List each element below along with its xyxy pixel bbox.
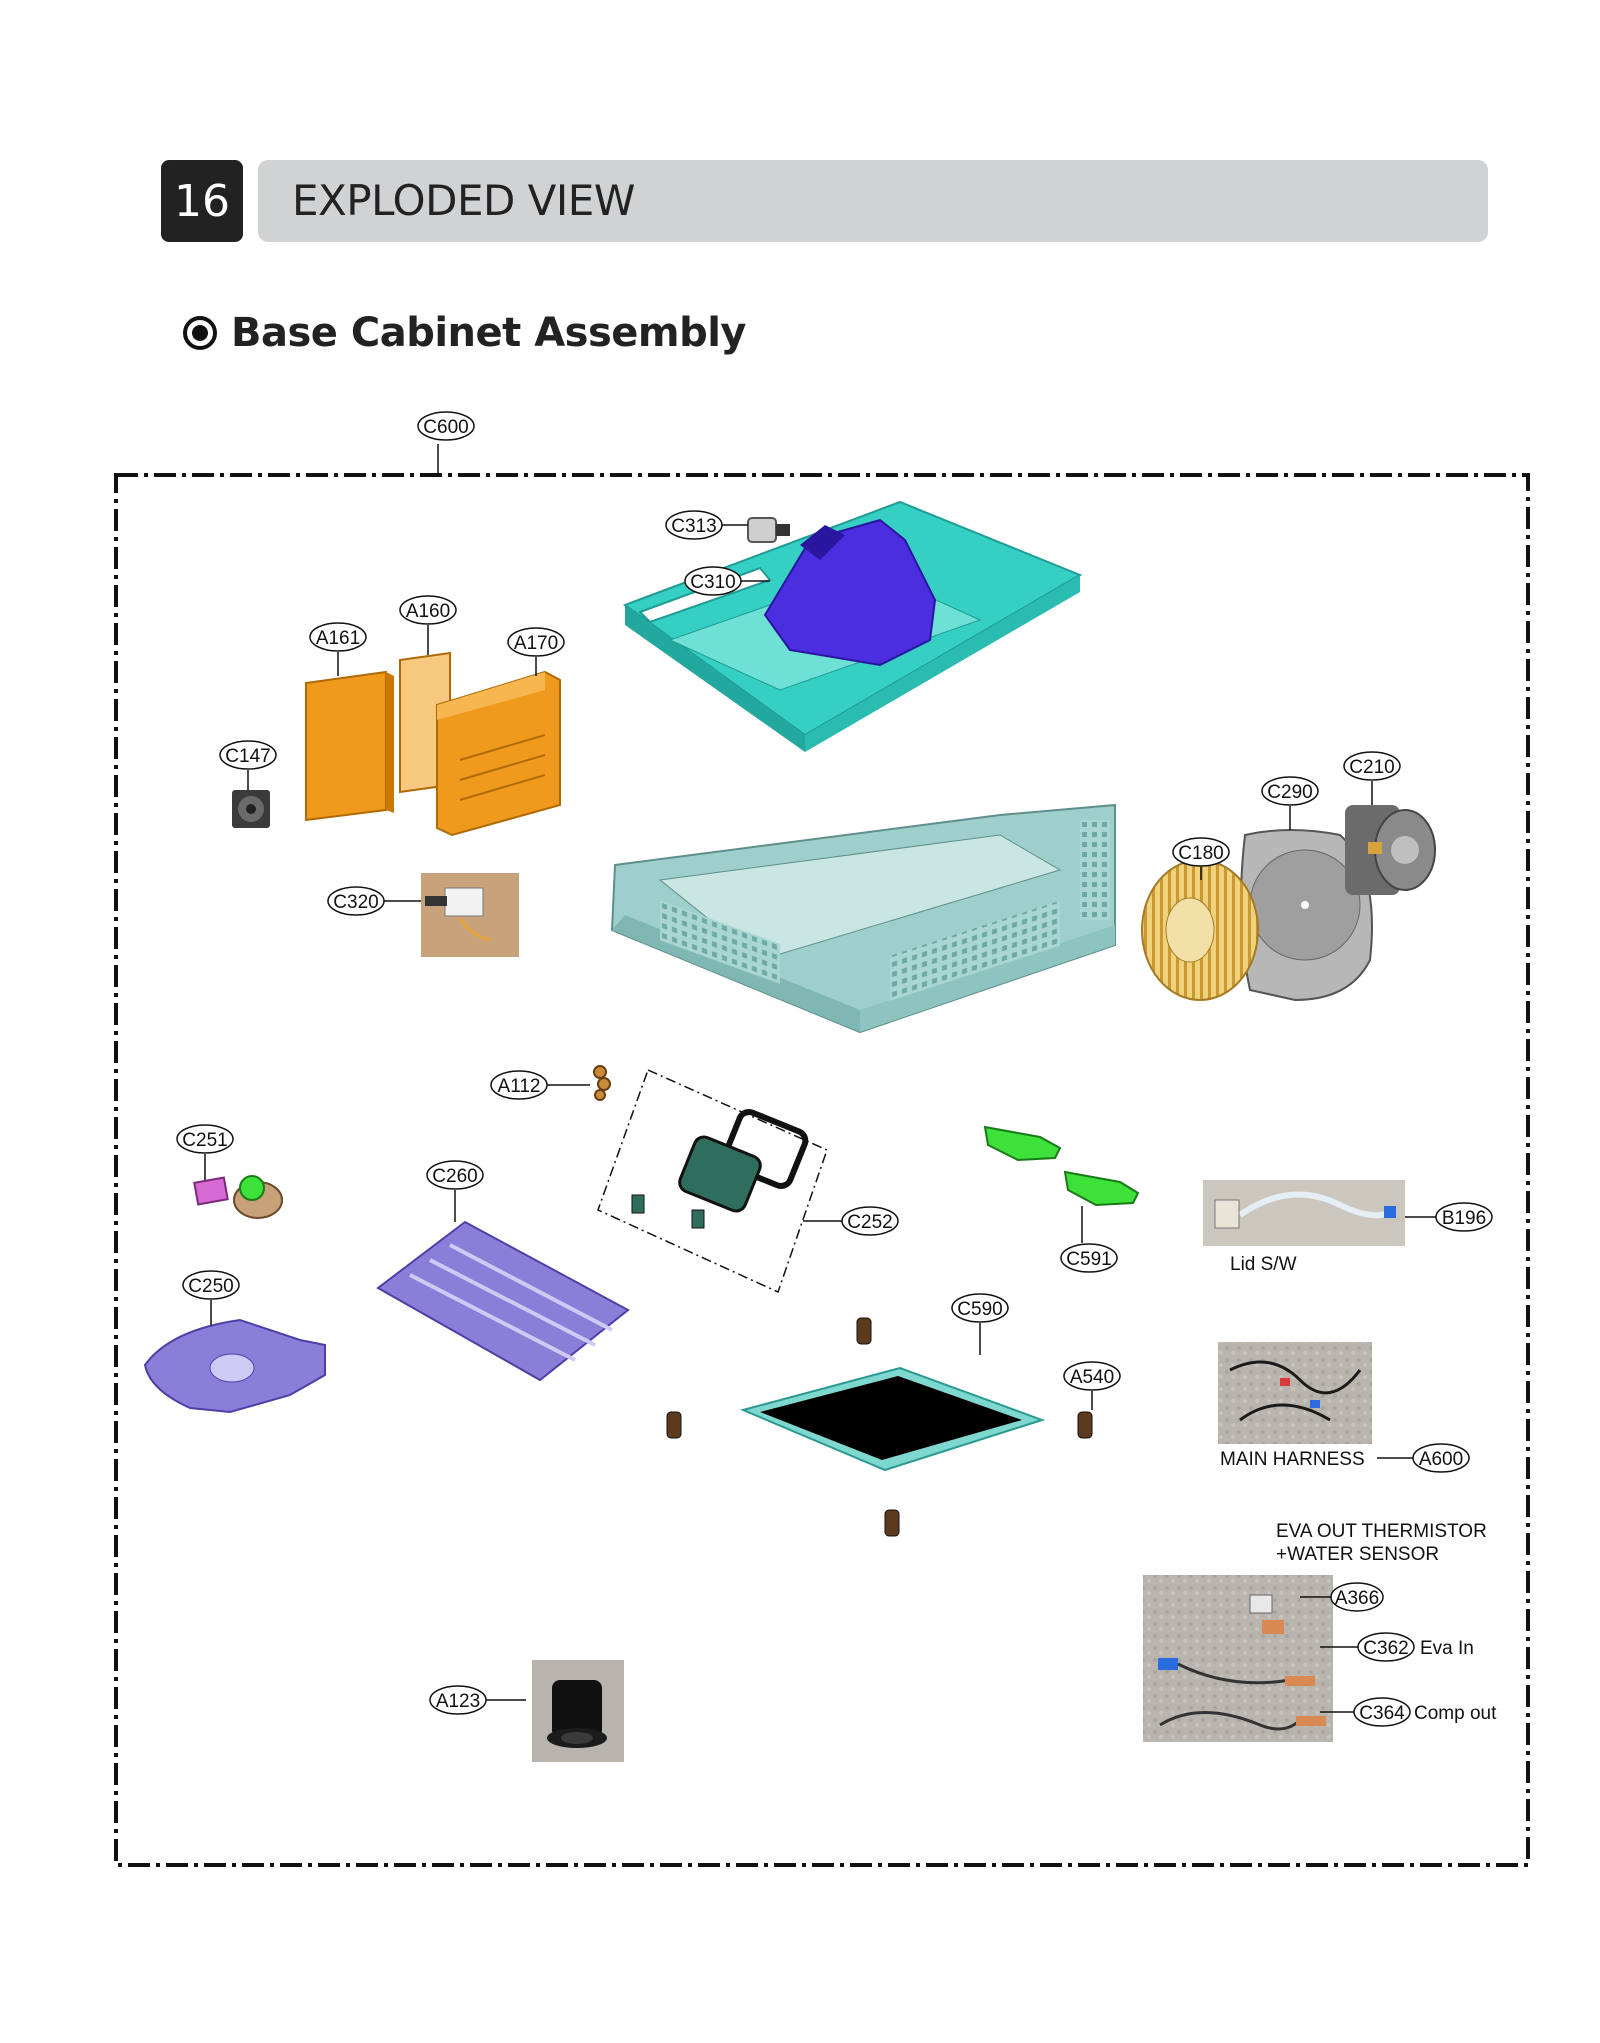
- green-bracket-part: [983, 1125, 1140, 1207]
- pump-photo: [421, 873, 519, 957]
- callout-b196: B196: [1405, 1202, 1493, 1232]
- drain-gasket-group: [597, 1068, 828, 1294]
- base-cabinet-part: [610, 803, 1116, 1034]
- callout-c600-label: C600: [423, 417, 468, 438]
- drain-pump-motor-part: [193, 1175, 283, 1219]
- callout-a160: A160: [399, 595, 457, 655]
- eva-in-note: Eva In: [1420, 1638, 1474, 1659]
- callout-a600-label: A600: [1419, 1449, 1463, 1470]
- callout-a170: A170: [507, 627, 565, 676]
- top-cover-tray-part: [622, 500, 1083, 752]
- callout-c600: C600: [417, 411, 475, 475]
- callout-c251-label: C251: [182, 1130, 227, 1151]
- callout-c210: C210: [1343, 751, 1401, 805]
- callout-c180: C180: [1172, 837, 1230, 880]
- base-grille-part: [376, 1220, 630, 1382]
- lid-switch-photo: [1203, 1180, 1405, 1246]
- main-harness-photo: [1218, 1342, 1372, 1444]
- callout-c290: C290: [1261, 776, 1319, 830]
- callout-c290-label: C290: [1267, 782, 1312, 803]
- section-title: EXPLODED VIEW: [292, 176, 635, 225]
- callout-c147-label: C147: [225, 746, 270, 767]
- callout-c591-label: C591: [1066, 1249, 1111, 1270]
- assembly-frame: [114, 473, 1530, 1867]
- callout-c252-label: C252: [847, 1212, 892, 1233]
- callout-c591: C591: [1060, 1206, 1118, 1273]
- main-harness-note: MAIN HARNESS: [1220, 1449, 1365, 1470]
- blower-motor-part: [1345, 805, 1436, 895]
- blower-scroll-housing-part: [1240, 829, 1373, 1002]
- callout-a366: A366: [1300, 1582, 1384, 1612]
- callout-a540-label: A540: [1070, 1367, 1114, 1388]
- callout-c320-label: C320: [333, 892, 378, 913]
- callout-c362-label: C362: [1363, 1638, 1408, 1659]
- assembly-heading: Base Cabinet Assembly: [183, 305, 747, 361]
- eva-out-note-line2: +WATER SENSOR: [1276, 1544, 1439, 1565]
- callout-c310-label: C310: [690, 572, 735, 593]
- callout-c320: C320: [327, 886, 421, 916]
- callout-c180-label: C180: [1178, 843, 1223, 864]
- callout-c250-label: C250: [188, 1276, 233, 1297]
- callout-c251: C251: [176, 1124, 234, 1180]
- callout-c147: C147: [219, 740, 277, 790]
- callout-c250: C250: [182, 1270, 240, 1325]
- callout-a112: A112: [490, 1070, 590, 1100]
- callout-a123-label: A123: [436, 1691, 480, 1712]
- callout-c313: C313: [665, 510, 748, 540]
- callout-a112-label: A112: [498, 1076, 541, 1097]
- radio-bullet-icon: [183, 316, 217, 350]
- section-title-bar: EXPLODED VIEW: [258, 160, 1488, 242]
- valve-part: [747, 517, 790, 543]
- callout-c260-label: C260: [432, 1166, 477, 1187]
- callout-c210-label: C210: [1349, 757, 1394, 778]
- section-number-badge: 16: [161, 160, 243, 242]
- small-fan-part: [232, 790, 270, 828]
- callout-c310: C310: [684, 566, 770, 596]
- callout-c362: C362: [1320, 1632, 1415, 1662]
- callout-a540: A540: [1063, 1361, 1121, 1410]
- lid-switch-note: Lid S/W: [1230, 1254, 1297, 1275]
- callout-c260: C260: [426, 1160, 484, 1222]
- callout-c313-label: C313: [671, 516, 716, 537]
- callout-a160-label: A160: [406, 601, 450, 622]
- callout-a161: A161: [309, 622, 367, 676]
- section-number: 16: [174, 175, 230, 227]
- comp-out-note: Comp out: [1414, 1703, 1497, 1724]
- assembly-title: Base Cabinet Assembly: [231, 310, 747, 356]
- callout-a600: A600: [1377, 1443, 1470, 1473]
- bushing-photo: [532, 1660, 624, 1762]
- eva-out-note-line1: EVA OUT THERMISTOR: [1276, 1521, 1487, 1542]
- callout-c590-label: C590: [957, 1299, 1002, 1320]
- blower-fan-wheel-part: [1141, 859, 1259, 1001]
- pump-housing-part: [143, 1318, 326, 1414]
- base-plate-part: [739, 1366, 1046, 1472]
- pcb-case-a170: [436, 670, 561, 837]
- callout-a366-label: A366: [1335, 1588, 1379, 1609]
- rubber-foot-part: [666, 1317, 1093, 1537]
- pcb-cover-a161: [305, 670, 394, 822]
- callout-c252: C252: [803, 1206, 899, 1236]
- callout-c364-label: C364: [1359, 1703, 1405, 1724]
- callout-c590: C590: [951, 1293, 1009, 1355]
- callout-c364: C364: [1320, 1697, 1411, 1727]
- callout-a123: A123: [429, 1685, 526, 1715]
- callout-a161-label: A161: [316, 628, 360, 649]
- thermistor-sensor-photo: [1143, 1575, 1333, 1742]
- small-fitting-part: [593, 1065, 611, 1101]
- callout-a170-label: A170: [514, 633, 558, 654]
- callout-b196-label: B196: [1442, 1208, 1486, 1229]
